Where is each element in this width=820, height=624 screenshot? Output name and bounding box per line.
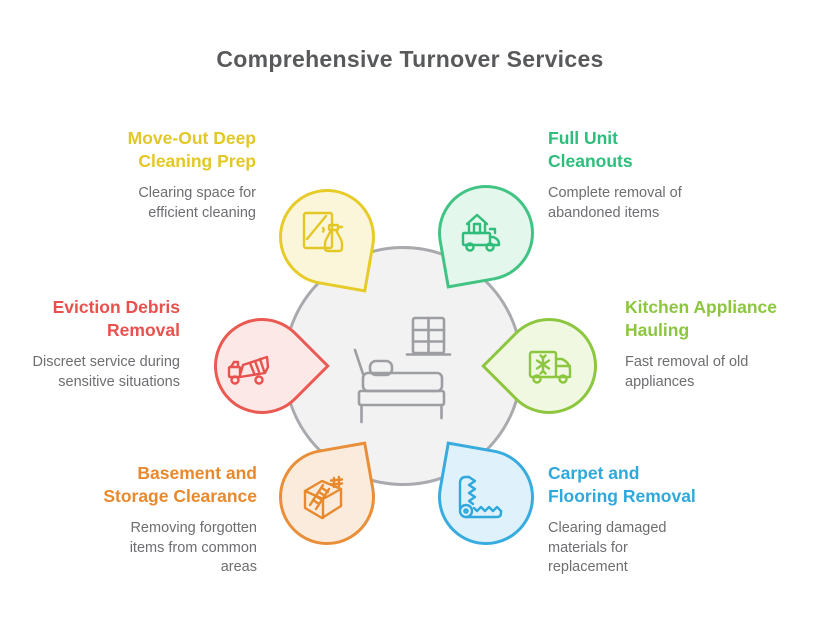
refrigerator-truck-icon: [525, 340, 577, 392]
service-block-carpet-flooring-removal: Carpet and Flooring Removal Clearing dam…: [548, 462, 738, 578]
service-block-move-out-deep-cleaning-prep: Move-Out Deep Cleaning Prep Clearing spa…: [36, 127, 256, 223]
service-block-eviction-debris-removal: Eviction Debris Removal Discreet service…: [8, 296, 180, 392]
page-title: Comprehensive Turnover Services: [216, 46, 604, 72]
window-spray-bottle-icon: [297, 207, 349, 259]
dump-truck-icon: [223, 340, 275, 392]
service-label: Basement and Storage Clearance: [103, 463, 257, 506]
service-label: Carpet and Flooring Removal: [548, 463, 696, 506]
service-label: Move-Out Deep Cleaning Prep: [127, 128, 256, 171]
bedroom-illustration-icon: [340, 298, 470, 433]
service-label: Full Unit Cleanouts: [548, 128, 633, 171]
service-description: Complete removal of abandoned items: [548, 185, 682, 221]
carpet-peel-roll-icon: [455, 471, 507, 523]
service-block-basement-storage-clearance: Basement and Storage Clearance Removing …: [57, 462, 257, 578]
service-label: Kitchen Appliance Hauling: [625, 297, 778, 340]
service-block-kitchen-appliance-hauling: Kitchen Appliance Hauling Fast removal o…: [625, 296, 810, 392]
house-on-truck-icon: [454, 207, 506, 259]
service-description: Discreet service during sensitive situat…: [32, 354, 180, 390]
service-description: Removing forgotten items from common are…: [129, 520, 257, 575]
service-description: Clearing damaged materials for replaceme…: [548, 520, 667, 575]
storage-box-ladder-icon: [296, 473, 348, 525]
service-description: Clearing space for efficient cleaning: [138, 185, 256, 221]
service-block-full-unit-cleanouts: Full Unit Cleanouts Complete removal of …: [548, 127, 758, 223]
service-description: Fast removal of old appliances: [625, 354, 749, 390]
service-label: Eviction Debris Removal: [52, 297, 180, 340]
